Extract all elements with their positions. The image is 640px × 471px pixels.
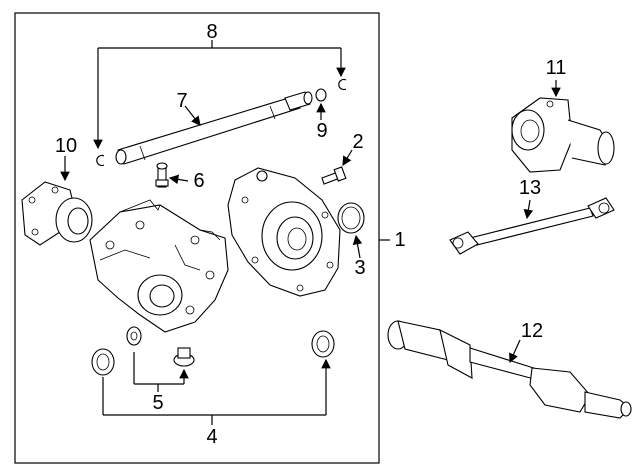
leader-12 <box>509 339 521 364</box>
leader-8 <box>93 40 346 150</box>
transfer-case-housing <box>89 199 229 333</box>
callout-5: 5 <box>152 392 164 414</box>
callout-2: 2 <box>352 131 364 153</box>
leader-7 <box>184 105 201 126</box>
axle-seal-right <box>311 330 335 358</box>
propeller-shaft <box>449 197 615 255</box>
callout-4: 4 <box>206 426 218 448</box>
cv-axle <box>387 320 632 419</box>
clip-left <box>96 154 105 167</box>
leader-6 <box>168 174 189 185</box>
leader-3 <box>352 234 363 259</box>
leader-2 <box>342 149 353 167</box>
stud <box>155 162 169 188</box>
clip-right <box>338 78 347 91</box>
callout-9: 9 <box>316 120 328 142</box>
seal-small-left <box>126 326 142 346</box>
callout-13: 13 <box>518 177 542 199</box>
leader-13 <box>523 199 534 220</box>
callout-1: 1 <box>394 229 406 251</box>
callout-12: 12 <box>520 320 544 342</box>
callout-6: 6 <box>193 170 205 192</box>
callout-7: 7 <box>176 90 188 112</box>
leader-4 <box>102 358 331 425</box>
axle-seal-left <box>91 348 115 376</box>
assembly-frame <box>14 12 380 464</box>
callout-3: 3 <box>354 257 366 279</box>
callout-11: 11 <box>545 57 567 79</box>
intermediate-shaft <box>115 91 313 165</box>
callout-8: 8 <box>206 21 218 43</box>
callout-10: 10 <box>54 135 78 157</box>
leader-5 <box>133 352 189 392</box>
bolt <box>321 166 347 185</box>
o-ring <box>315 88 327 102</box>
drain-plug <box>173 347 195 367</box>
housing-cover <box>227 167 341 297</box>
actuator-motor <box>511 97 615 173</box>
companion-flange <box>21 181 93 246</box>
